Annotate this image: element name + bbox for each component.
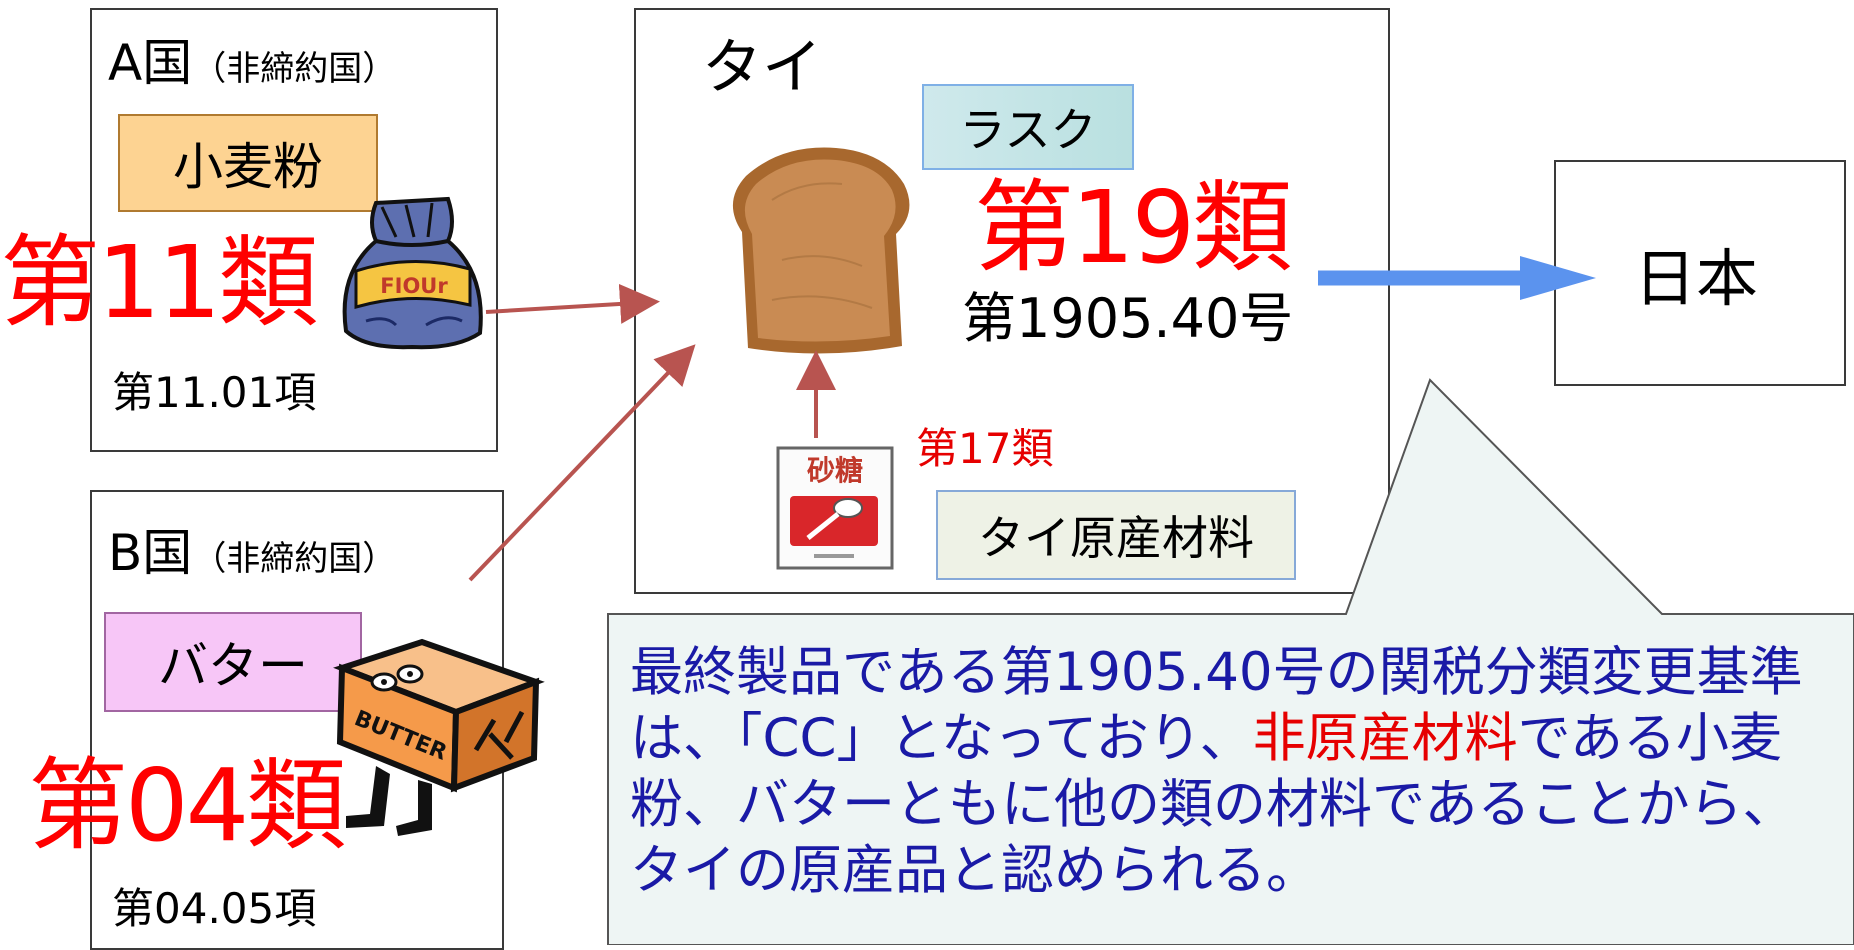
- butter-material-label: バター: [158, 637, 308, 695]
- flour-material-label: 小麦粉: [173, 138, 323, 196]
- callout-text-part1: 最終製品である第1905.40号の関税分類変更基準は、「CC」となっており、: [630, 642, 1803, 769]
- arrow-thailand-to-japan-head: [1520, 256, 1596, 300]
- country-a-status: （非締約国）: [192, 49, 397, 89]
- sugar-pack-icon: 砂糖: [776, 446, 894, 570]
- flour-sack-icon: FIOUr: [342, 196, 483, 350]
- arrow-butter-to-thailand: [468, 344, 696, 582]
- country-a-title: A国（非締約国）: [108, 38, 396, 88]
- local-material-chip: タイ原産材料: [936, 490, 1296, 580]
- country-b-title: B国（非締約国）: [108, 528, 396, 578]
- rusk-product-chip: ラスク: [922, 84, 1134, 170]
- rusk-chapter: 第19類: [974, 169, 1292, 286]
- flour-sack-label: FIOUr: [380, 274, 448, 298]
- country-b-status: （非締約国）: [192, 539, 397, 579]
- butter-material-chip: バター: [104, 612, 362, 712]
- flour-material-chip: 小麦粉: [118, 114, 378, 212]
- butter-box-icon: BUTTER: [333, 638, 545, 836]
- callout-bubble: [607, 378, 1854, 945]
- sugar-pack-text: 砂糖: [807, 454, 863, 487]
- thailand-name: タイ: [702, 33, 822, 103]
- japan-box: [1554, 160, 1846, 386]
- flour-heading: 第11.01項: [112, 368, 317, 417]
- flour-chapter: 第11類: [0, 224, 318, 341]
- country-b-name: B国: [108, 524, 193, 582]
- rusk-subheading: 第1905.40号: [962, 287, 1294, 350]
- callout-text-part2: である小麦粉、バターともに他の類の材料であることから、タイの原産品と認められる。: [630, 708, 1796, 901]
- callout-text: 最終製品である第1905.40号の関税分類変更基準は、「CC」となっており、非原…: [630, 640, 1840, 904]
- bread-slice-icon: [732, 147, 910, 354]
- callout-text-highlight: 非原産材料: [1252, 708, 1518, 769]
- rusk-product-label: ラスク: [959, 103, 1097, 157]
- country-a-name: A国: [108, 34, 193, 92]
- arrow-flour-to-thailand: [485, 283, 660, 324]
- sugar-chapter: 第17類: [916, 424, 1054, 473]
- japan-name: 日本: [1634, 242, 1759, 315]
- local-material-label: タイ原産材料: [978, 511, 1254, 565]
- butter-chapter: 第04類: [28, 747, 346, 864]
- butter-heading: 第04.05項: [112, 884, 317, 933]
